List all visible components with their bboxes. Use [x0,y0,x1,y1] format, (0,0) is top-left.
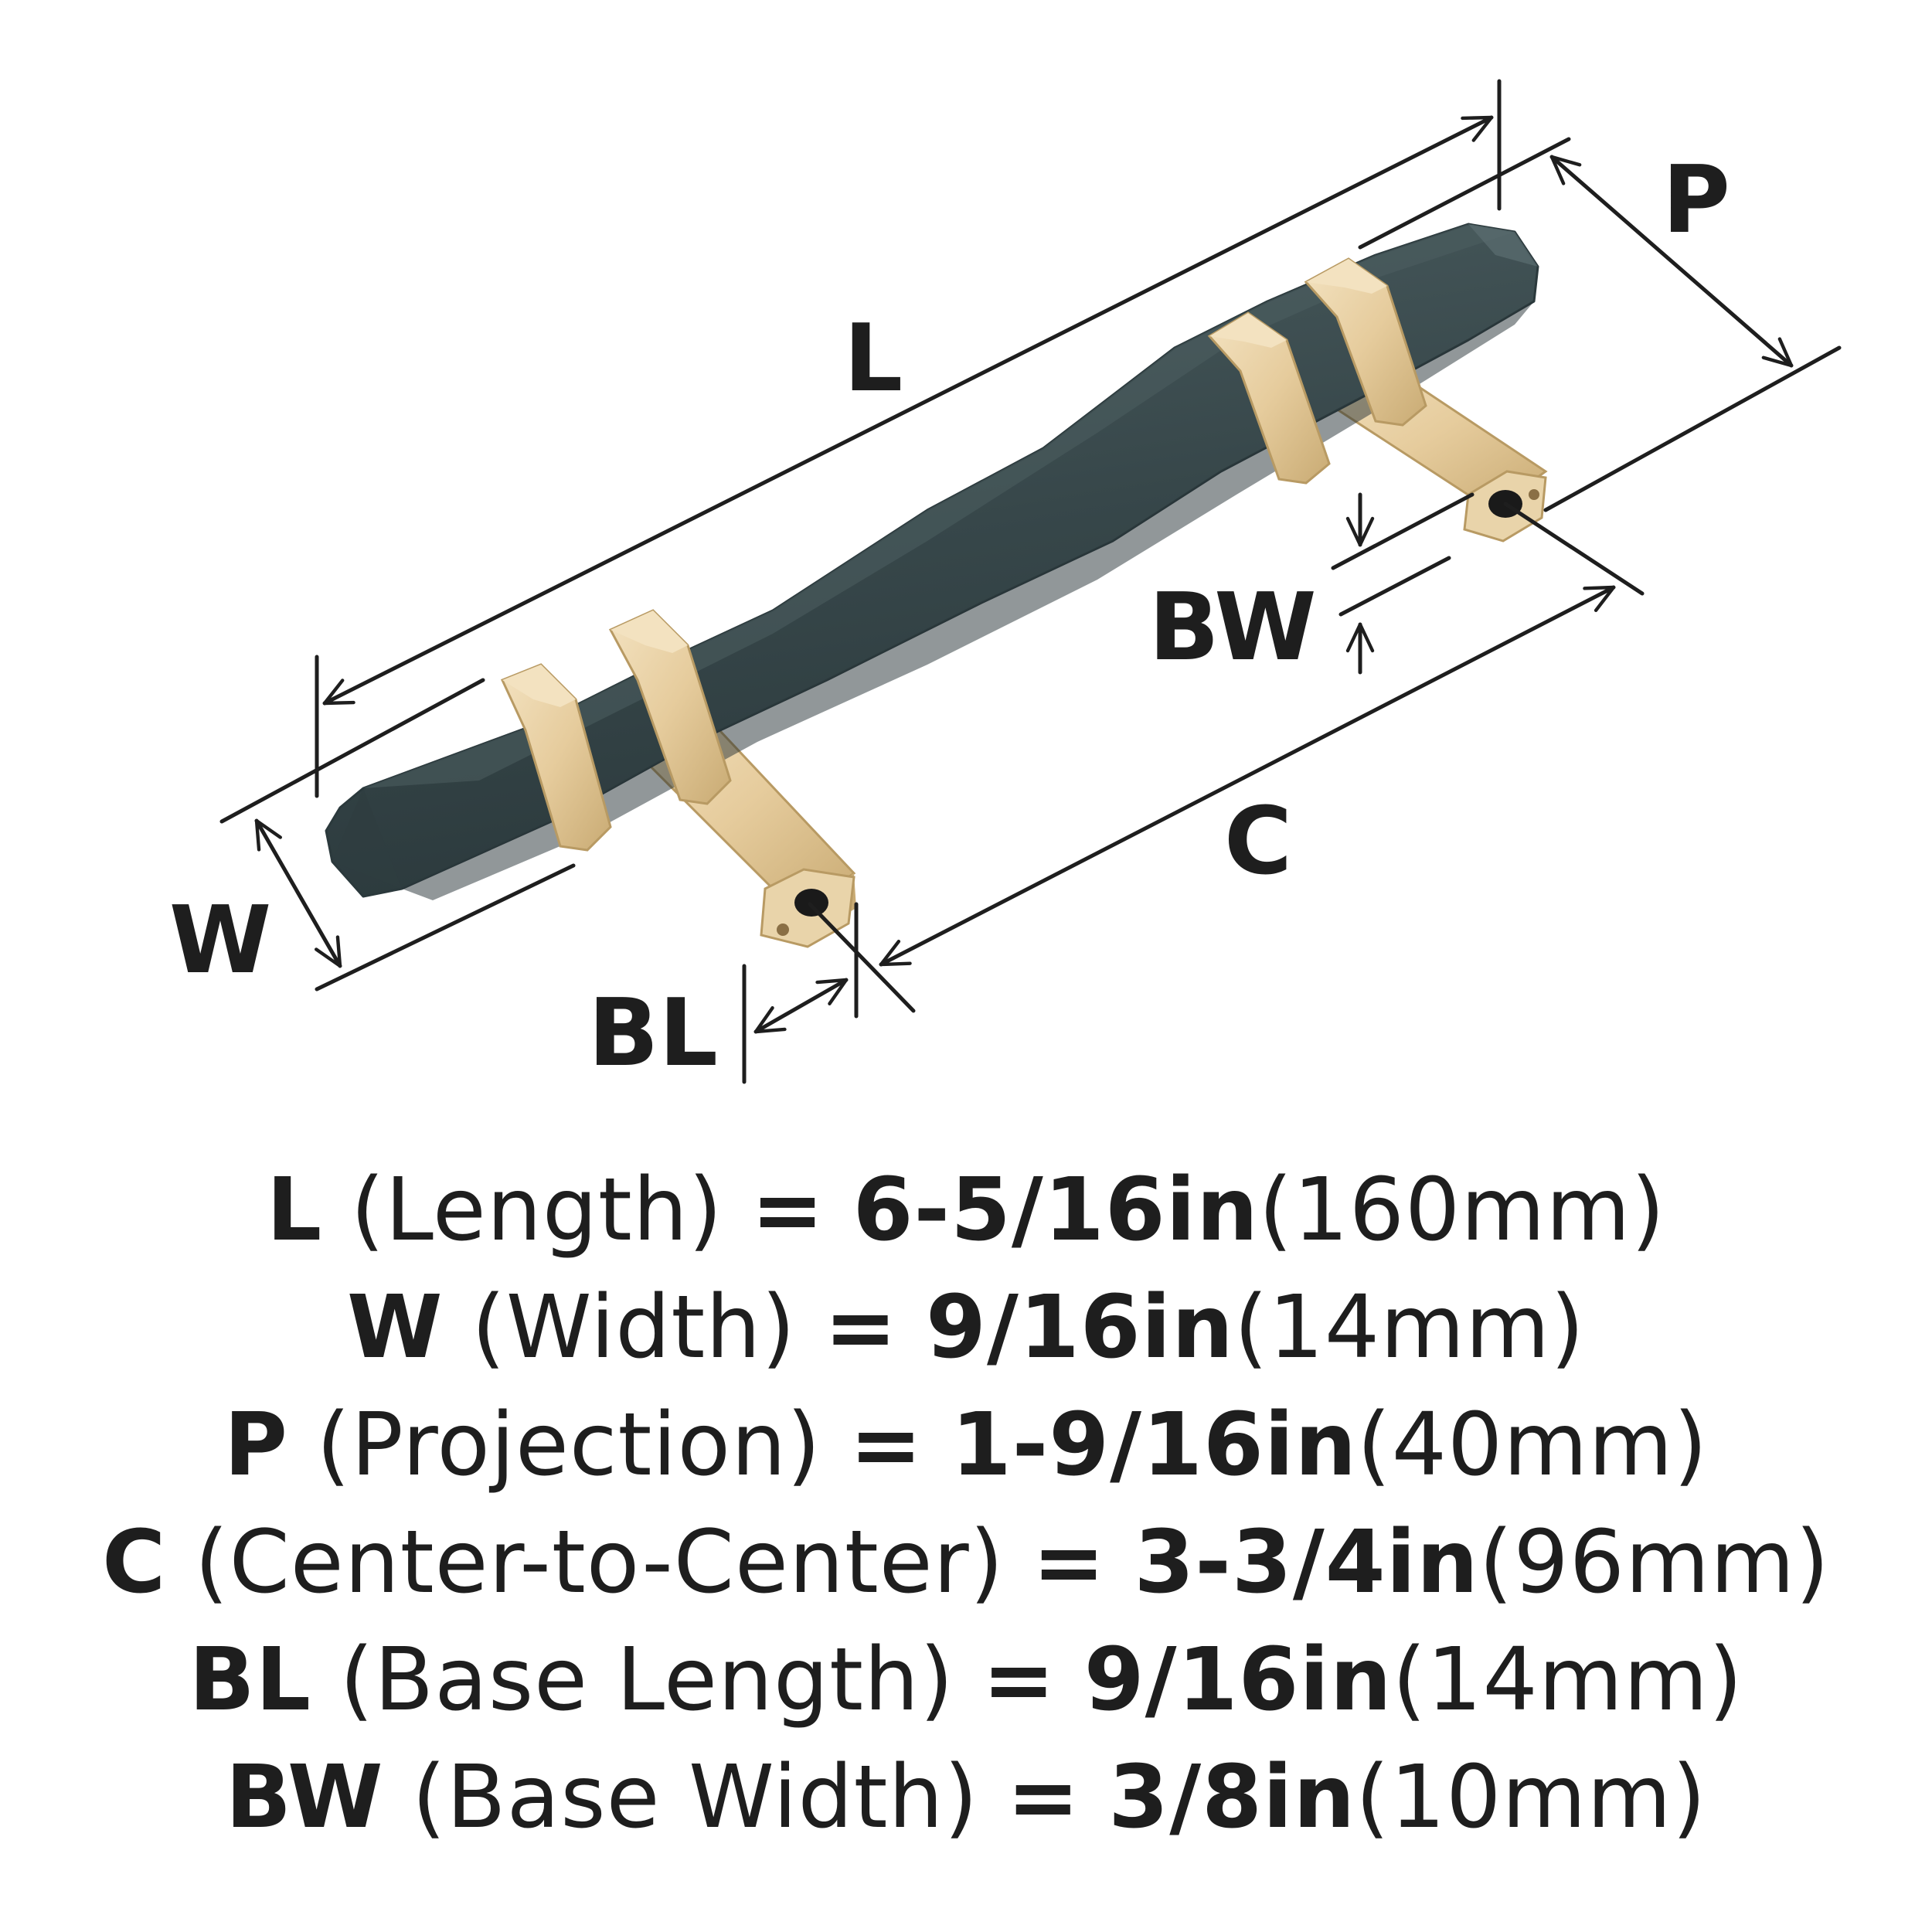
spec-equals: = [982,1630,1056,1730]
spec-name: (Base Length) [339,1630,954,1730]
dim-L-arrow [322,115,1494,706]
spec-width: W (Width) = 9/16in(14mm) [0,1269,1932,1386]
spec-metric: (14mm) [1392,1630,1743,1730]
spec-code: C [102,1512,167,1613]
cabinet-pull [325,223,1548,948]
spec-equals: = [849,1395,923,1495]
spec-metric: (40mm) [1357,1395,1709,1495]
spec-name: (Length) [350,1160,723,1260]
spec-imperial: 3-3/4in [1134,1512,1479,1613]
spec-metric: (14mm) [1233,1277,1585,1378]
dimension-lines [219,79,1842,1084]
spec-code: BW [225,1747,384,1848]
spec-equals: = [1006,1747,1080,1848]
dim-BW-extension-top [1331,492,1475,570]
dim-W-extension-bottom [315,863,576,992]
dim-label-L: L [844,305,903,413]
spec-name: (Width) [471,1277,796,1378]
dim-label-W: W [169,887,271,995]
dim-BW-extension-bottom [1338,556,1451,617]
spec-metric: (10mm) [1355,1747,1707,1848]
spec-projection: P (Projection) = 1-9/16in(40mm) [0,1386,1932,1504]
dim-P-extension-bottom [1543,345,1842,512]
spec-imperial: 9/16in [1083,1630,1393,1730]
spec-length: L (Length) = 6-5/16in(160mm) [0,1151,1932,1269]
dim-C-extension-left [808,902,916,1013]
spec-code: L [266,1160,323,1260]
spec-equals: = [1032,1512,1106,1613]
spec-code: BL [189,1630,312,1730]
spec-imperial: 9/16in [926,1277,1234,1378]
dim-BL-arrow [753,978,849,1034]
dim-W-arrow [254,818,342,968]
spec-equals: = [751,1160,825,1260]
spec-metric: (96mm) [1478,1512,1830,1613]
spec-name: (Center-to-Center) [194,1512,1005,1613]
dim-C-arrow [879,585,1616,967]
spec-metric: (160mm) [1258,1160,1666,1260]
spec-imperial: 6-5/16in [852,1160,1259,1260]
spec-equals: = [824,1277,898,1378]
specifications-list: L (Length) = 6-5/16in(160mm) W (Width) =… [0,1151,1932,1856]
spec-imperial: 1-9/16in [951,1395,1358,1495]
spec-code: W [347,1277,444,1378]
dim-P-extension-top [1358,137,1571,250]
spec-center-to-center: C (Center-to-Center) = 3-3/4in(96mm) [0,1504,1932,1621]
dim-label-C: C [1224,788,1292,896]
spec-imperial: 3/8in [1108,1747,1356,1848]
dim-label-BW: BW [1148,574,1316,682]
spec-name: (Base Width) [412,1747,979,1848]
dim-C-extension-right [1503,502,1645,596]
dim-W-extension-top [219,678,485,824]
spec-base-length: BL (Base Length) = 9/16in(14mm) [0,1621,1932,1739]
dim-P-arrow [1549,155,1794,368]
spec-base-width: BW (Base Width) = 3/8in(10mm) [0,1739,1932,1856]
dim-label-BL: BL [588,980,718,1087]
spec-code: P [223,1395,288,1495]
dim-label-P: P [1662,147,1730,254]
spec-name: (Projection) [316,1395,821,1495]
